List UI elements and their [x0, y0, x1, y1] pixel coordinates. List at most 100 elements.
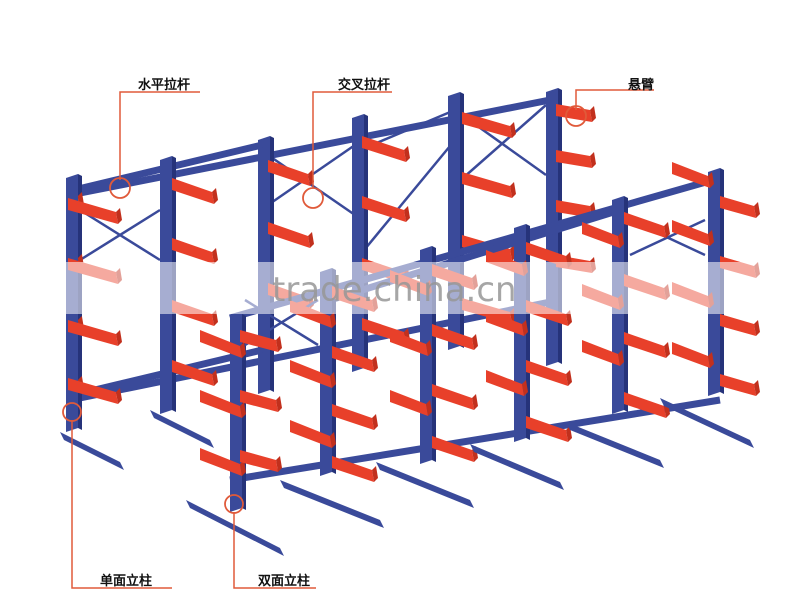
leader-cantilever-arm: [575, 89, 654, 110]
cross-brace-bar: [629, 218, 706, 257]
horizontal-tie-beam: [69, 296, 561, 404]
column-foot: [660, 398, 754, 448]
cantilever-arm: [240, 390, 278, 412]
leader-cross-brace: [312, 91, 392, 188]
cantilever-arm: [624, 212, 666, 238]
leader-horizontal-tie: [119, 91, 200, 180]
rack-structure: [60, 88, 760, 556]
cantilever-arm-tip: [708, 352, 714, 368]
cantilever-arm: [672, 342, 710, 368]
column-foot: [186, 500, 284, 556]
marker-horizontal-tie: [109, 177, 131, 199]
cantilever-arm: [68, 320, 118, 346]
watermark-band: [50, 262, 800, 314]
cantilever-arm-tip: [276, 336, 282, 352]
label-cantilever-arm: 悬臂: [628, 78, 655, 93]
cantilever-arm-tip: [566, 370, 572, 386]
cantilever-arm: [720, 196, 756, 218]
cantilever-arm-tip: [240, 460, 246, 476]
cantilever-arm: [720, 374, 756, 396]
cantilever-arm: [332, 456, 374, 482]
cantilever-arm: [390, 330, 428, 356]
watermark-text: trade.china.cn: [272, 270, 517, 310]
column-foot: [150, 410, 214, 448]
cantilever-arm: [200, 390, 242, 418]
cantilever-arm: [362, 196, 406, 222]
marker-single-sided-column: [62, 402, 82, 422]
cantilever-arm: [268, 160, 310, 186]
cantilever-arm-tip: [404, 146, 410, 162]
cantilever-arm: [486, 370, 524, 396]
cantilever-arm: [240, 450, 278, 472]
cantilever-arm-tip: [330, 312, 336, 328]
cantilever-arm-tip: [618, 350, 624, 366]
label-horizontal-tie: 水平拉杆: [138, 78, 191, 93]
callout-leaders: [62, 89, 654, 589]
cantilever-arm-tip: [308, 232, 314, 248]
cantilever-arm: [172, 238, 214, 264]
cantilever-arm-tip: [372, 414, 378, 430]
cantilever-arm-tip: [212, 248, 218, 264]
label-cross-brace: 交叉拉杆: [338, 78, 391, 93]
cantilever-arm: [432, 384, 474, 410]
cantilever-arm-tip: [426, 400, 432, 416]
cantilever-arm-tip: [404, 206, 410, 222]
cantilever-arm: [672, 220, 710, 246]
cantilever-arm: [68, 198, 118, 224]
cantilever-arm-tip: [372, 466, 378, 482]
cantilever-arm-tip: [754, 202, 760, 218]
cantilever-arm-tip: [708, 230, 714, 246]
cantilever-arm: [526, 242, 568, 268]
cantilever-arm: [462, 112, 512, 138]
cantilever-arm-tip: [664, 342, 670, 358]
cantilever-arm-tip: [754, 320, 760, 336]
column-foot: [376, 462, 474, 508]
cantilever-arm: [200, 448, 242, 476]
cantilever-arm-tip: [212, 188, 218, 204]
cantilever-arm-tip: [618, 232, 624, 248]
cross-brace-bar: [454, 104, 547, 186]
cross-brace-bar: [267, 153, 356, 217]
cantilever-arm: [526, 416, 568, 442]
cantilever-arm-tip: [472, 334, 478, 350]
marker-cross-brace: [302, 187, 324, 209]
marker-cantilever-arm: [565, 105, 587, 127]
cantilever-arm-tip: [754, 380, 760, 396]
cantilever-arm: [486, 310, 524, 336]
label-double-sided-column: 双面立柱: [258, 574, 311, 589]
cantilever-arm: [172, 178, 214, 204]
cantilever-arm: [462, 172, 512, 198]
cantilever-arm-tip: [240, 402, 246, 418]
cantilever-arm-tip: [276, 396, 282, 412]
cross-brace-bar: [79, 208, 161, 262]
cantilever-arm-tip: [212, 370, 218, 386]
cantilever-arm: [582, 222, 620, 248]
cantilever-arm: [240, 330, 278, 352]
horizontal-tie-beam: [69, 94, 561, 199]
cantilever-arm: [624, 332, 666, 358]
column-foot: [60, 432, 124, 470]
cantilever-arm-tip: [590, 152, 596, 168]
cantilever-arm: [556, 150, 592, 168]
cantilever-arm-tip: [116, 388, 122, 404]
cantilever-arm-tip: [330, 432, 336, 448]
cantilever-arm-tip: [276, 456, 282, 472]
cantilever-arm: [362, 136, 406, 162]
cantilever-arm-tip: [664, 222, 670, 238]
cantilever-arm: [556, 200, 592, 218]
cantilever-arm-tip: [590, 106, 596, 122]
cantilever-arm-tip: [708, 172, 714, 188]
column-foot: [566, 422, 664, 468]
cantilever-arm: [556, 104, 592, 122]
cantilever-arm: [290, 420, 332, 448]
cantilever-arm: [526, 360, 568, 386]
column-foot: [470, 444, 564, 490]
cantilever-arm-tip: [426, 340, 432, 356]
cantilever-arm: [672, 162, 710, 188]
cantilever-arm-tip: [510, 182, 516, 198]
horizontal-tie-beam: [229, 396, 721, 484]
cantilever-arm-tip: [212, 310, 218, 326]
cantilever-arm-tip: [116, 330, 122, 346]
cantilever-arm: [432, 436, 474, 462]
label-single-sided-column: 单面立柱: [100, 574, 153, 589]
